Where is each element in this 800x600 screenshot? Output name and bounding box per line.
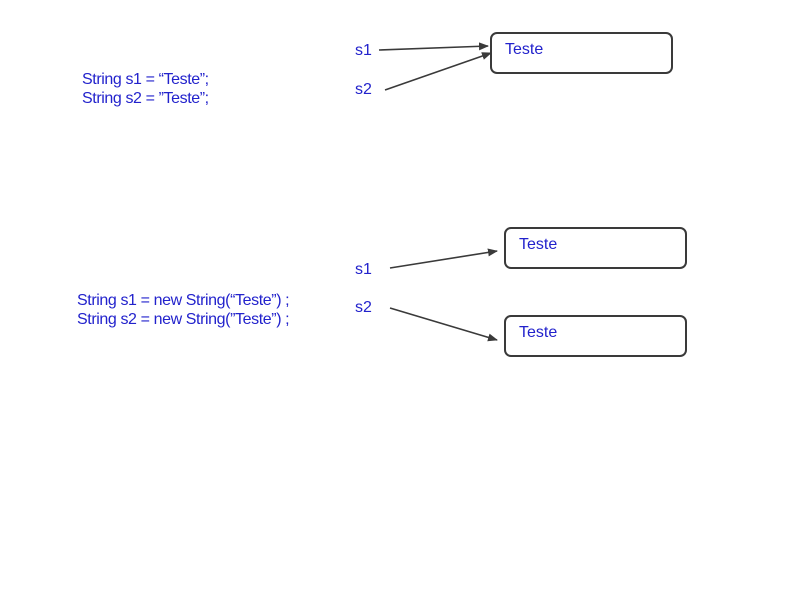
string-object-label-shared: Teste [505, 41, 544, 58]
string-object-box-shared [490, 32, 673, 74]
arrow-new-s2-to-box-2 [389, 307, 498, 342]
var-label-new-s1: s1 [355, 261, 372, 278]
arrow-new-s1-to-box-1 [389, 248, 498, 269]
arrow-s2-to-shared [384, 52, 492, 91]
arrow-s1-to-shared [378, 42, 489, 51]
code-line-literal-s2: String s2 = ”Teste”; [82, 90, 209, 107]
var-label-s2: s2 [355, 81, 372, 98]
var-label-new-s2: s2 [355, 299, 372, 316]
var-label-s1: s1 [355, 42, 372, 59]
code-line-literal-s1: String s1 = “Teste”; [82, 71, 209, 88]
string-object-label-1: Teste [519, 236, 558, 253]
string-object-box-1 [504, 227, 687, 269]
code-line-new-s2: String s2 = new String(”Teste”) ; [77, 311, 290, 328]
code-line-new-s1: String s1 = new String(“Teste”) ; [77, 292, 290, 309]
string-object-label-2: Teste [519, 324, 558, 341]
string-object-box-2 [504, 315, 687, 357]
